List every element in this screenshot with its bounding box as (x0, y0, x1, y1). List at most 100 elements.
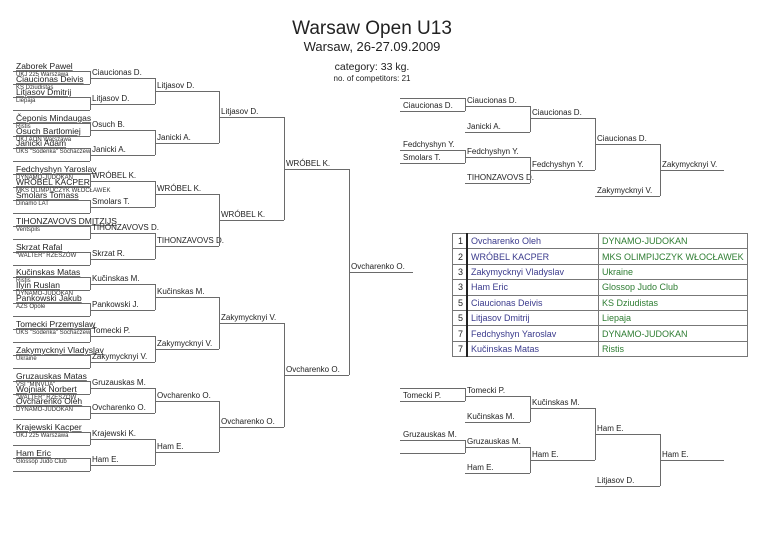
round-result: TIHONZAVOVS D. (92, 223, 159, 232)
bracket-line (530, 118, 595, 119)
repechage-entry: Gruzauskas M. (403, 430, 457, 439)
bracket-connector (90, 200, 91, 213)
bracket-line (13, 419, 90, 420)
bracket-line (400, 440, 465, 441)
category-label: category: 33 kg. (334, 61, 410, 73)
page-title: Warsaw Open U13 (292, 18, 452, 39)
round-result: Tomecki P. (92, 326, 131, 335)
bracket-line (400, 388, 465, 389)
bracket-line (155, 401, 219, 402)
bracket-line (13, 406, 90, 407)
bracket-line (13, 252, 90, 253)
round-result: WRÓBEL K. (286, 159, 331, 168)
repechage-result: Fedchyshyn Y. (532, 160, 584, 169)
competitor-club: Ristis (16, 278, 31, 284)
competitor-club: UKS "Sodenka" Sochaczew (16, 330, 91, 336)
repechage-result: Kučinskas M. (467, 412, 515, 421)
competitor-club: MKS OLIMPIJCZYK WŁOCŁAWEK (16, 188, 111, 194)
competitor-club: DYNAMO-JUDOKAN (16, 407, 74, 413)
round-result: Litjasov D. (157, 81, 195, 90)
bracket-line (13, 277, 90, 278)
bracket-line (13, 161, 90, 162)
bracket-line (13, 290, 90, 291)
bracket-line (219, 427, 284, 428)
bracket-line (13, 97, 90, 98)
bracket-connector (90, 329, 91, 342)
result-club: Ristis (598, 340, 748, 358)
bracket-connector (90, 252, 91, 265)
bracket-connector (465, 388, 466, 401)
result-place: 3 (452, 279, 468, 296)
bracket-line (90, 439, 155, 440)
repechage-entry: Tomecki P. (403, 391, 442, 400)
repechage-result: Ham E. (467, 463, 494, 472)
bracket-line (155, 246, 219, 247)
bracket-line (400, 163, 465, 164)
round-result: TIHONZAVOVS D. (157, 236, 224, 245)
bracket-connector (90, 226, 91, 239)
repechage-entry: Fedchyshyn Y. (403, 140, 455, 149)
result-name: Ham Eric (466, 279, 599, 296)
bracket-line (90, 362, 155, 363)
bracket-line (13, 445, 90, 446)
bracket-connector (465, 98, 466, 111)
bracket-line (13, 458, 90, 459)
repechage-result: Kučinskas M. (532, 398, 580, 407)
competitor-name: Osuch Bartlomiej (16, 126, 81, 136)
competitor-club: DYNAMO-JUDOKAN (16, 291, 74, 297)
competitor-club: UKJ 225 Warszawa (16, 72, 69, 78)
bracket-line (349, 272, 413, 273)
round-result: Krajewski K. (92, 429, 137, 438)
bracket-connector (90, 303, 91, 316)
bracket-connector (465, 150, 466, 163)
round-result: Ham E. (157, 442, 184, 451)
bracket-line (465, 422, 530, 423)
bracket-line (400, 150, 465, 151)
round-result: Kučinskas M. (92, 274, 140, 283)
bracket-line (400, 401, 465, 402)
bracket-line (660, 170, 724, 171)
round-result: WRÓBEL K. (157, 184, 202, 193)
bracket-line (90, 310, 155, 311)
round-result: Zakymycknyi V. (221, 313, 277, 322)
bracket-connector (155, 388, 156, 413)
bracket-line (660, 460, 724, 461)
repechage-result: Litjasov D. (597, 476, 635, 485)
competitor-name: Wojniak Norbert (16, 384, 77, 394)
bracket-line (465, 157, 530, 158)
competitor-name: Smolars Tomass (16, 190, 79, 200)
bracket-connector (90, 123, 91, 136)
bracket-line (90, 233, 155, 234)
competitor-name: Gruzauskas Matas (16, 371, 87, 381)
bracket-connector (90, 148, 91, 161)
result-name: Ciaucionas Deivis (466, 294, 599, 311)
result-club: KS Dziudistas (598, 294, 748, 311)
result-place: 7 (452, 340, 468, 358)
bracket-connector (90, 174, 91, 187)
bracket-line (13, 316, 90, 317)
round-result: Osuch B. (92, 120, 125, 129)
round-result: Ciaucionas D. (92, 68, 142, 77)
result-name: Litjasov Dmitrij (466, 309, 599, 327)
bracket-connector (90, 355, 91, 368)
bracket-line (219, 117, 284, 118)
bracket-line (90, 78, 155, 79)
result-place: 5 (452, 294, 468, 311)
bracket-line (90, 259, 155, 260)
bracket-line (13, 432, 90, 433)
bracket-line (400, 111, 465, 112)
bracket-line (90, 104, 155, 105)
repechage-final: Zakymycknyi V. (662, 160, 718, 169)
competitor-name: Pankowski Jakub (16, 293, 82, 303)
bracket-line (13, 71, 90, 72)
repechage-result: Tomecki P. (467, 386, 506, 395)
bracket-line (90, 388, 155, 389)
competitor-club: VSI "MINVIJA" (16, 382, 56, 388)
